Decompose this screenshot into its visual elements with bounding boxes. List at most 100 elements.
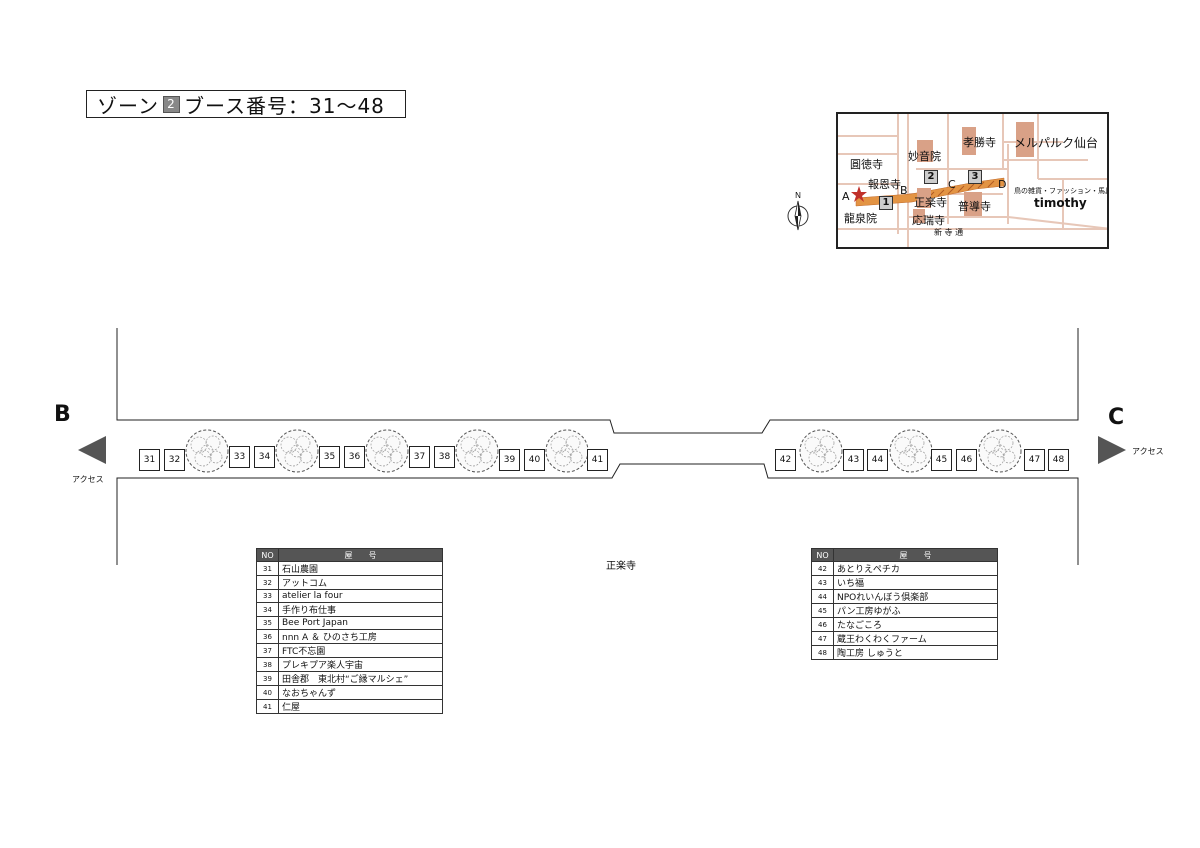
- label-houonji: 報恩寺: [868, 178, 901, 191]
- booth-number-cell: 32: [256, 575, 279, 590]
- booth-number-cell: 35: [256, 616, 279, 630]
- booth-number-cell: 31: [256, 561, 279, 576]
- building-oozuiji: [913, 209, 925, 223]
- building-fudoji: [964, 192, 982, 216]
- tree-icon: [365, 429, 409, 473]
- point-d: D: [998, 178, 1007, 191]
- booth-number-cell: 45: [811, 603, 834, 618]
- shorakuji-label: 正楽寺: [606, 561, 636, 572]
- booth-number-cell: 48: [811, 645, 834, 660]
- booth-47: 47: [1024, 449, 1045, 471]
- building-myoonin: [917, 140, 933, 162]
- shop-name-cell: NPOれいんぼう倶楽部: [833, 589, 998, 604]
- building-melparque: [1016, 122, 1034, 157]
- shop-name-cell: 手作り布仕事: [278, 602, 443, 617]
- booth-43: 43: [843, 449, 864, 471]
- shop-name-cell: プレキプア楽人宇宙: [278, 657, 443, 672]
- booth-48: 48: [1048, 449, 1069, 471]
- zone-marker-3: 3: [968, 170, 982, 184]
- tree-icon: [455, 429, 499, 473]
- access-label-right: アクセス: [1132, 447, 1164, 456]
- access-label-left: アクセス: [72, 475, 104, 484]
- zone-marker-2: 2: [924, 170, 938, 184]
- shop-name-cell: nnn A ＆ ひのさち工房: [278, 629, 443, 644]
- label-entokuji: 圓徳寺: [850, 158, 883, 171]
- shop-name-cell: あとりえペチカ: [833, 561, 998, 576]
- table-right-header-no: NO: [811, 548, 834, 562]
- tree-icon: [185, 429, 229, 473]
- shop-name-cell: FTC不忘園: [278, 643, 443, 658]
- label-ryusenin: 龍泉院: [844, 212, 877, 225]
- end-label-b: B: [54, 402, 71, 427]
- label-shop-description: 鳥の雑貨・ファッション・馬具: [1014, 187, 1109, 195]
- zone-title: ゾーン 2 ブース番号：31〜48: [86, 90, 406, 118]
- booth-number-cell: 40: [256, 685, 279, 700]
- tree-group: [185, 429, 1022, 473]
- booth-31: 31: [139, 449, 160, 471]
- point-c: C: [948, 178, 956, 191]
- access-arrow-right-icon: [1098, 436, 1126, 464]
- booth-number-cell: 37: [256, 643, 279, 658]
- booth-number-cell: 42: [811, 561, 834, 576]
- building-shorakuji: [917, 188, 931, 208]
- booth-33: 33: [229, 446, 250, 468]
- shop-name-cell: 石山農園: [278, 561, 443, 576]
- tree-icon: [545, 429, 589, 473]
- label-myoonin: 妙音院: [908, 150, 941, 163]
- booth-39: 39: [499, 449, 520, 471]
- tree-icon: [799, 429, 843, 473]
- shop-name-cell: たなごころ: [833, 617, 998, 632]
- booth-number-cell: 41: [256, 699, 279, 714]
- north-label: N: [795, 191, 801, 200]
- tree-icon: [275, 429, 319, 473]
- label-melparque: メルパルク仙台: [1014, 136, 1099, 150]
- booth-number-cell: 38: [256, 657, 279, 672]
- booth-number-cell: 44: [811, 589, 834, 604]
- booth-37: 37: [409, 446, 430, 468]
- booth-40: 40: [524, 449, 545, 471]
- booth-41: 41: [587, 449, 608, 471]
- booth-32: 32: [164, 449, 185, 471]
- booth-34: 34: [254, 446, 275, 468]
- label-fudoji: 普導寺: [958, 200, 991, 213]
- shop-name-cell: アットコム: [278, 575, 443, 590]
- label-koshoji: 孝勝寺: [963, 136, 996, 149]
- label-shorakuji: 正楽寺: [914, 196, 947, 209]
- table-right-header-name: 屋 号: [833, 548, 998, 562]
- booth-number-cell: 46: [811, 617, 834, 632]
- shop-name-cell: なおちゃんず: [278, 685, 443, 700]
- booth-number-cell: 47: [811, 631, 834, 646]
- booth-46: 46: [956, 449, 977, 471]
- booth-number-cell: 39: [256, 671, 279, 686]
- label-oozuiji: 応瑞寺: [912, 214, 945, 227]
- booth-35: 35: [319, 446, 340, 468]
- point-a: A: [842, 190, 850, 203]
- zone-label: ゾーン: [97, 93, 159, 118]
- end-label-c: C: [1108, 405, 1125, 430]
- zone-number-badge: 2: [163, 95, 180, 113]
- shop-name-cell: いち福: [833, 575, 998, 590]
- zone-marker-1: 1: [879, 196, 893, 210]
- access-arrow-left-icon: [78, 436, 106, 464]
- tree-icon: [978, 429, 1022, 473]
- tree-icon: [889, 429, 933, 473]
- shop-name-cell: 蔵王わくわくファーム: [833, 631, 998, 646]
- booth-number-cell: 33: [256, 589, 279, 603]
